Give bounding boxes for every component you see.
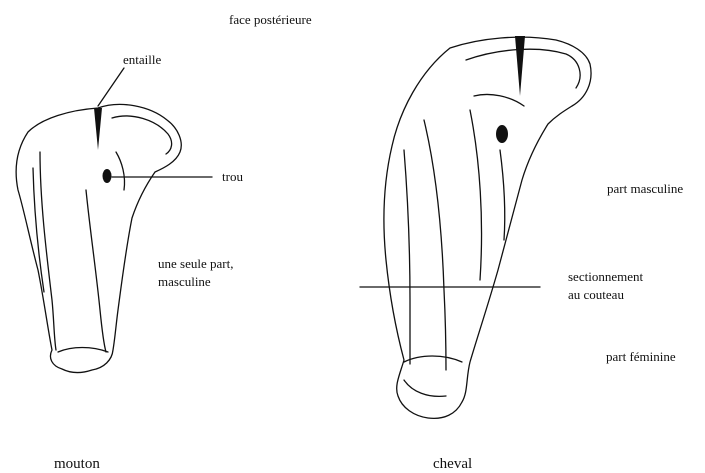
cut-label-line2: au couteau <box>568 287 624 303</box>
mouton-part-line2: masculine <box>158 274 211 290</box>
cheval-condyle-curve <box>404 380 446 396</box>
cheval-inner-curve-2 <box>424 120 446 370</box>
cheval-hole <box>496 125 508 143</box>
cheval-inner-curve-4 <box>470 110 482 280</box>
cheval-caption: cheval <box>433 455 472 473</box>
part-masculine-label: part masculine <box>607 181 683 197</box>
entaille-label: entaille <box>123 52 161 68</box>
mouton-bone-outline <box>16 104 181 372</box>
mouton-bone-drawing <box>16 68 212 373</box>
mouton-inner-curve-1 <box>40 152 56 350</box>
mouton-inner-curve-3 <box>116 152 125 190</box>
cheval-inner-curve-3 <box>474 94 524 106</box>
cheval-neck-line <box>404 356 462 362</box>
cheval-bone-drawing <box>360 36 591 418</box>
cheval-inner-curve-1 <box>404 150 410 364</box>
cheval-notch <box>515 36 525 96</box>
mouton-caption: mouton <box>54 455 100 473</box>
mouton-inner-curve-4 <box>86 190 106 352</box>
cheval-inner-curve-5 <box>500 150 505 240</box>
trou-label: trou <box>222 169 243 185</box>
cut-label-line1: sectionnement <box>568 269 643 285</box>
mouton-notch <box>94 108 102 150</box>
header-label: face postérieure <box>229 12 312 28</box>
mouton-spine-curve <box>112 116 172 154</box>
mouton-neck-line <box>58 348 108 353</box>
part-feminine-label: part féminine <box>606 349 676 365</box>
mouton-part-line1: une seule part, <box>158 256 233 272</box>
mouton-hole <box>103 169 112 183</box>
mouton-entaille-pointer <box>98 68 124 106</box>
